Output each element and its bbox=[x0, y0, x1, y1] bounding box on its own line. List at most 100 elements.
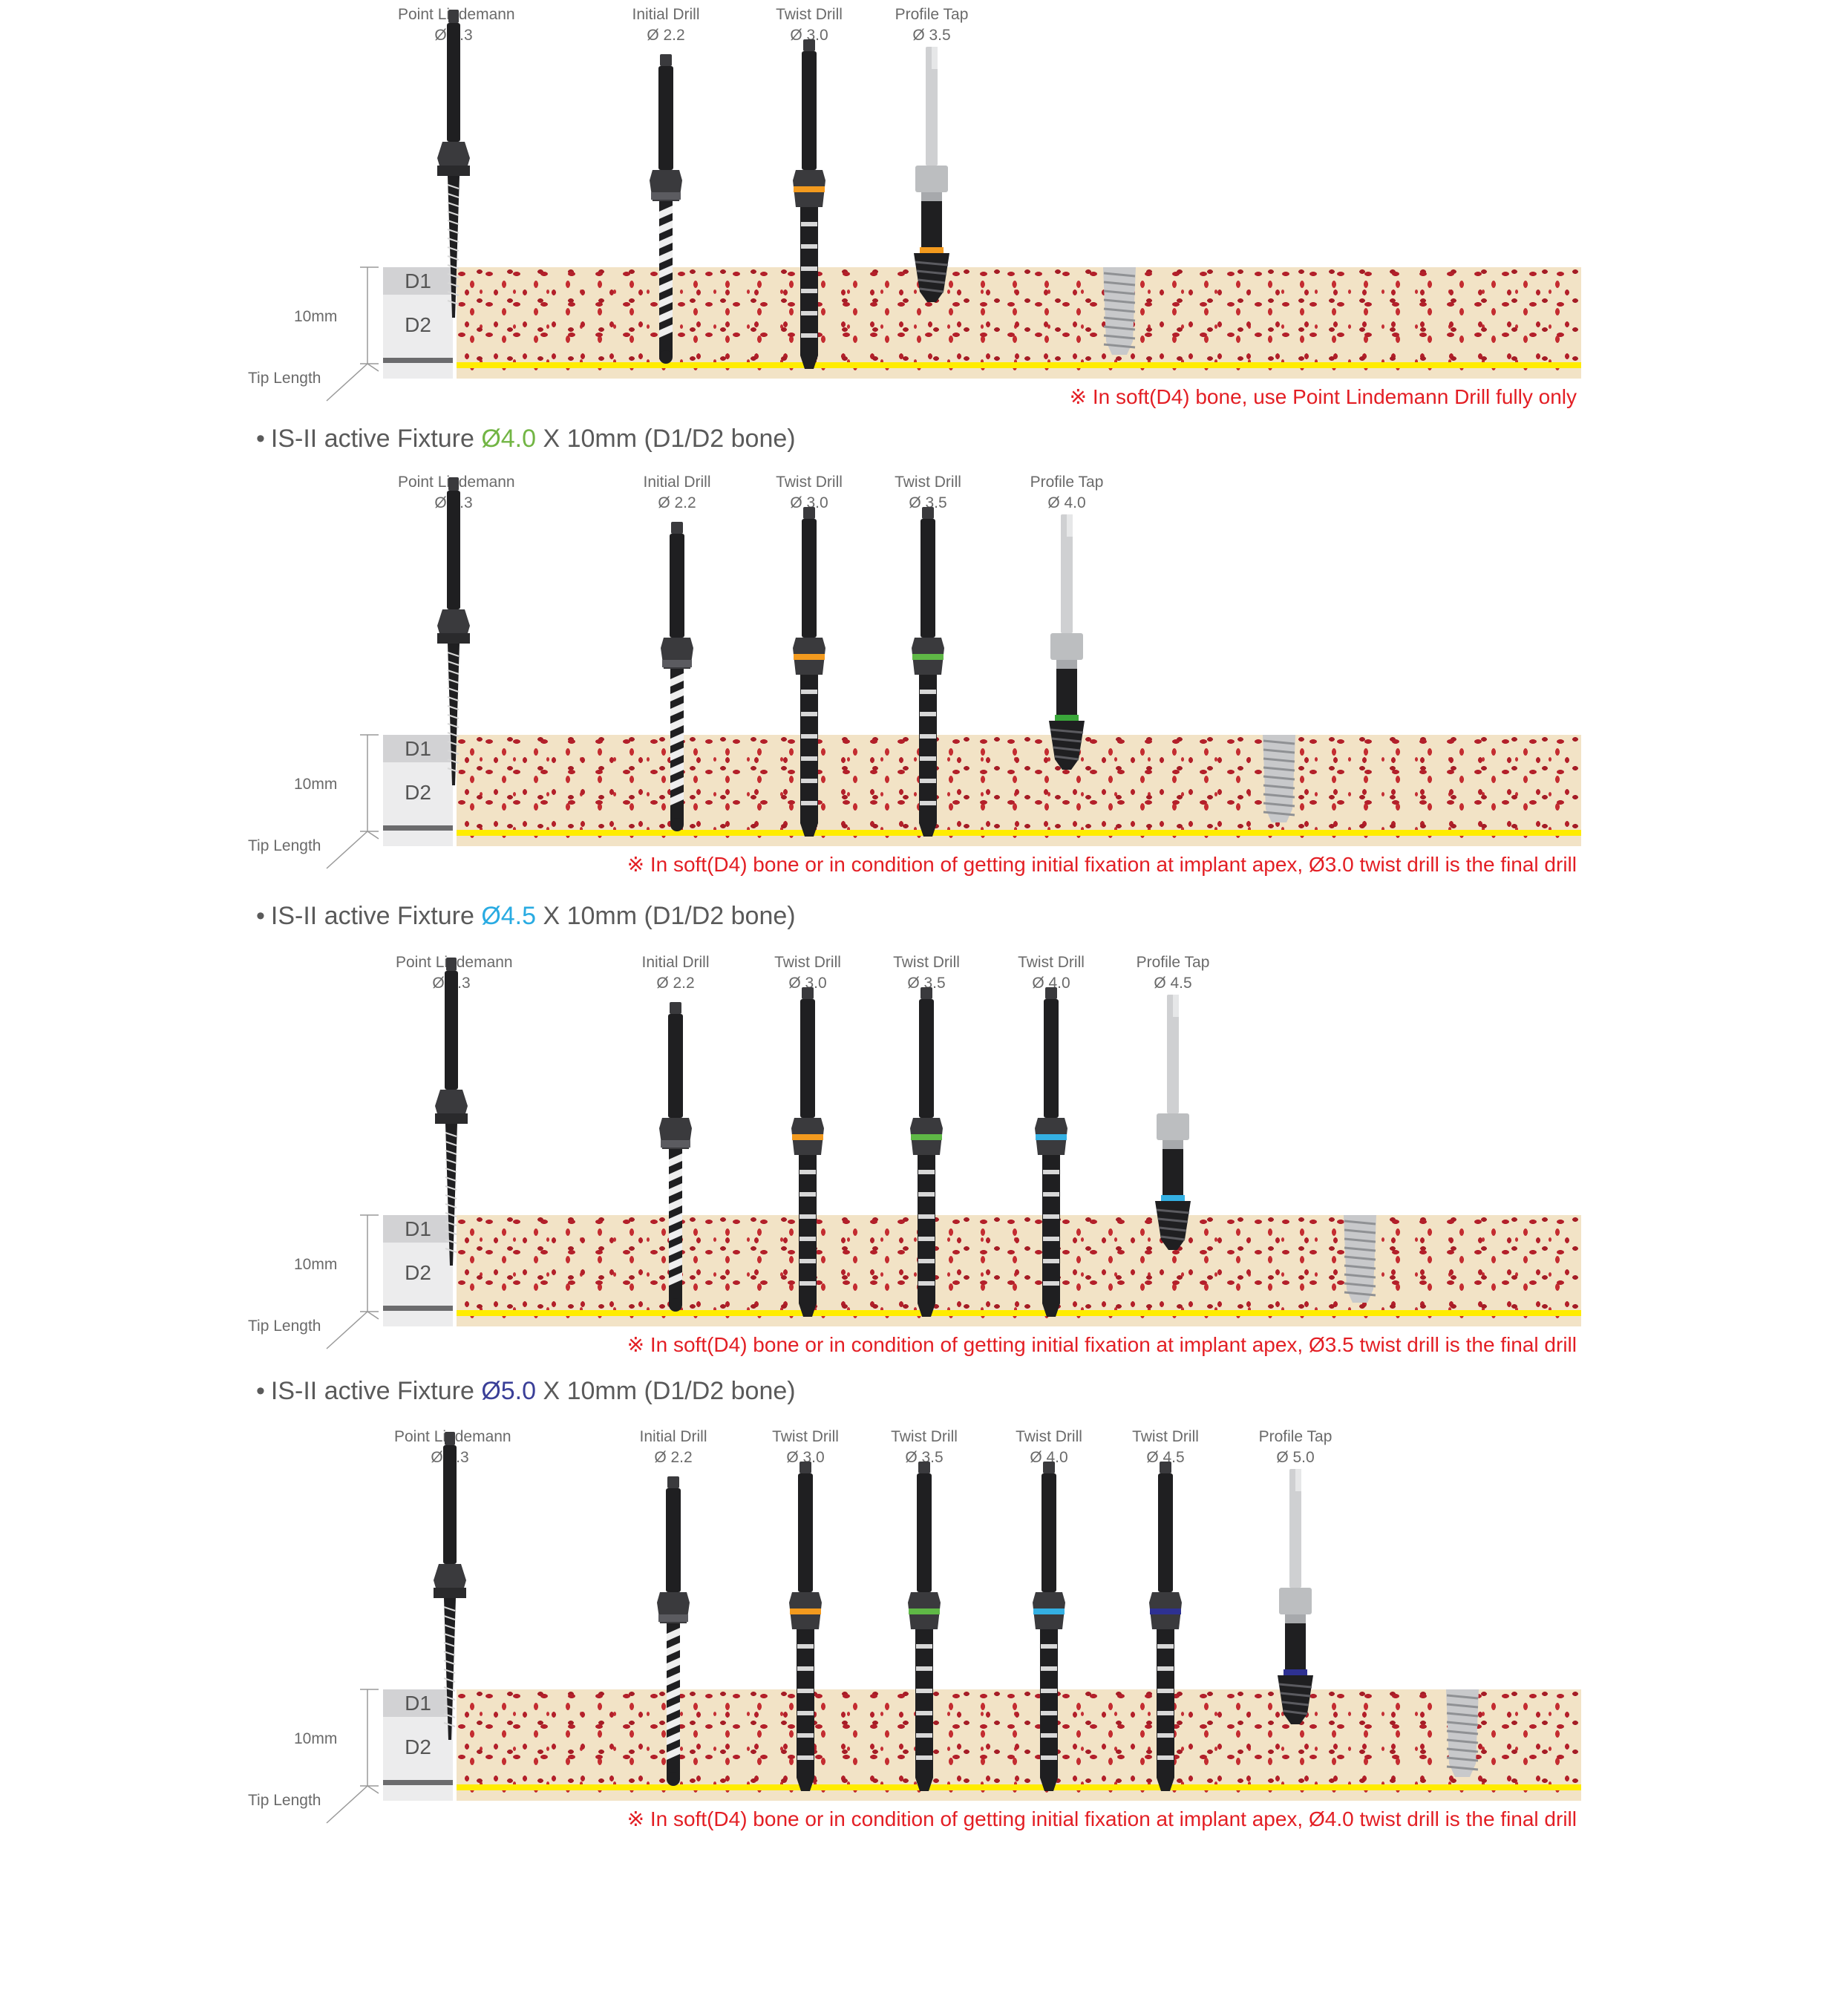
bone-cross-section bbox=[457, 267, 1581, 379]
tool-diameter-label: Ø 3.0 bbox=[788, 975, 827, 992]
tip-length-label: Tip Length bbox=[248, 370, 321, 387]
tip-length-bar bbox=[383, 1780, 453, 1785]
twist-icon bbox=[910, 987, 943, 1317]
tool-diameter-label: Ø 4.5 bbox=[1146, 1449, 1185, 1466]
tap-icon bbox=[1155, 995, 1191, 1250]
tool-name-label: Twist Drill bbox=[895, 474, 961, 491]
title-suffix: X 10mm (D1/D2 bone) bbox=[536, 425, 796, 453]
title-prefix: IS-II active Fixture bbox=[270, 902, 482, 930]
initial-icon bbox=[650, 54, 682, 364]
tool-name-label: Initial Drill bbox=[641, 954, 710, 971]
fixture-diameter: Ø4.0 bbox=[481, 425, 537, 453]
d2-label: D2 bbox=[405, 313, 431, 336]
d1-label: D1 bbox=[383, 267, 453, 295]
tip-length-label: Tip Length bbox=[248, 837, 321, 854]
depth-bracket bbox=[326, 734, 379, 869]
tool-diameter-label: Ø 3.5 bbox=[907, 975, 946, 992]
section-title: •IS-II active Fixture Ø4.5 X 10mm (D1/D2… bbox=[256, 902, 796, 931]
tool-name-label: Twist Drill bbox=[774, 954, 841, 971]
twist-icon bbox=[789, 1462, 822, 1791]
tip-length-label: Tip Length bbox=[248, 1318, 321, 1335]
tool-name-label: Twist Drill bbox=[891, 1428, 958, 1445]
tool-name-label: Profile Tap bbox=[895, 6, 969, 23]
tap-icon bbox=[1278, 1469, 1313, 1724]
title-suffix: X 10mm (D1/D2 bone) bbox=[536, 902, 796, 930]
section-title: •IS-II active Fixture Ø4.0 X 10mm (D1/D2… bbox=[256, 425, 796, 454]
tool-name-label: Twist Drill bbox=[1016, 1428, 1082, 1445]
tool-name-label: Initial Drill bbox=[643, 474, 711, 491]
twist-icon bbox=[912, 507, 944, 837]
tool-diameter-label: Ø 3.5 bbox=[909, 494, 947, 511]
title-prefix: IS-II active Fixture bbox=[270, 425, 482, 453]
bullet-icon: • bbox=[256, 902, 265, 930]
depth-limit-line bbox=[457, 1310, 1581, 1316]
tool-diameter-label: Ø 4.0 bbox=[1047, 494, 1086, 511]
tool-diameter-label: Ø 4.0 bbox=[1030, 1449, 1068, 1466]
tool-name-label: Profile Tap bbox=[1258, 1428, 1332, 1445]
tool-diameter-label: Ø 2.2 bbox=[658, 494, 696, 511]
tool-diameter-label: Ø 3.0 bbox=[790, 27, 828, 44]
depth-length-label: 10mm bbox=[294, 308, 338, 325]
initial-icon bbox=[661, 522, 693, 831]
tool-diameter-label: Ø 2.2 bbox=[647, 27, 685, 44]
tool-diameter-label: Ø 3.0 bbox=[790, 494, 828, 511]
tip-length-label: Tip Length bbox=[248, 1792, 321, 1809]
twist-icon bbox=[1035, 987, 1067, 1317]
tip-length-bar bbox=[383, 1306, 453, 1311]
d2-label: D2 bbox=[405, 1735, 431, 1758]
tool-diameter-label: Ø 4.5 bbox=[1154, 975, 1192, 992]
tool-diameter-label: Ø 3.5 bbox=[912, 27, 951, 44]
drill-sequence-section: •IS-II active Fixture Ø5.0 X 10mm (D1/D2… bbox=[0, 1377, 1841, 1905]
d2-label: D2 bbox=[405, 781, 431, 804]
tool-name-label: Profile Tap bbox=[1030, 474, 1104, 491]
depth-bracket bbox=[326, 1214, 379, 1349]
fixture-diameter: Ø4.5 bbox=[481, 902, 537, 930]
d1-label: D1 bbox=[383, 735, 453, 762]
depth-limit-line bbox=[457, 830, 1581, 836]
implant-fixture-icon bbox=[1103, 267, 1136, 355]
tool-name-label: Twist Drill bbox=[776, 474, 843, 491]
drill-sequence-section: •IS-II active Fixture Ø4.5 X 10mm (D1/D2… bbox=[0, 902, 1841, 1430]
implant-fixture-icon bbox=[1446, 1689, 1479, 1777]
d1-label: D1 bbox=[383, 1215, 453, 1243]
title-suffix: X 10mm (D1/D2 bone) bbox=[536, 1377, 796, 1405]
lindemann-icon bbox=[437, 10, 470, 318]
tool-name-label: Twist Drill bbox=[1018, 954, 1085, 971]
tool-diameter-label: Ø 2.2 bbox=[656, 975, 695, 992]
depth-length-label: 10mm bbox=[294, 1730, 338, 1747]
implant-fixture-icon bbox=[1344, 1215, 1376, 1303]
lindemann-icon bbox=[435, 958, 468, 1266]
depth-bracket bbox=[326, 266, 379, 402]
tap-icon bbox=[1049, 514, 1085, 770]
bullet-icon: • bbox=[256, 1377, 265, 1405]
tool-diameter-label: Ø 4.0 bbox=[1032, 975, 1070, 992]
initial-icon bbox=[657, 1476, 690, 1786]
lindemann-icon bbox=[434, 1432, 466, 1740]
bullet-icon: • bbox=[256, 425, 265, 453]
section-title: •IS-II active Fixture Ø5.0 X 10mm (D1/D2… bbox=[256, 1377, 796, 1406]
d1-label: D1 bbox=[383, 1689, 453, 1717]
warning-note: ※ In soft(D4) bone, use Point Lindemann … bbox=[1069, 385, 1577, 408]
warning-note: ※ In soft(D4) bone or in condition of ge… bbox=[627, 853, 1577, 876]
tool-name-label: Twist Drill bbox=[776, 6, 843, 23]
title-prefix: IS-II active Fixture bbox=[270, 1377, 482, 1405]
d2-label: D2 bbox=[405, 1261, 431, 1284]
twist-icon bbox=[793, 39, 825, 369]
tool-name-label: Twist Drill bbox=[772, 1428, 839, 1445]
depth-length-label: 10mm bbox=[294, 776, 338, 793]
tap-icon bbox=[914, 47, 949, 302]
tool-diameter-label: Ø 2.2 bbox=[654, 1449, 693, 1466]
tool-name-label: Twist Drill bbox=[893, 954, 960, 971]
warning-note: ※ In soft(D4) bone or in condition of ge… bbox=[627, 1807, 1577, 1830]
lindemann-icon bbox=[437, 477, 470, 785]
tool-diameter-label: Ø 5.0 bbox=[1276, 1449, 1315, 1466]
tool-diameter-label: Ø 3.5 bbox=[905, 1449, 944, 1466]
twist-icon bbox=[791, 987, 824, 1317]
tool-name-label: Initial Drill bbox=[639, 1428, 707, 1445]
